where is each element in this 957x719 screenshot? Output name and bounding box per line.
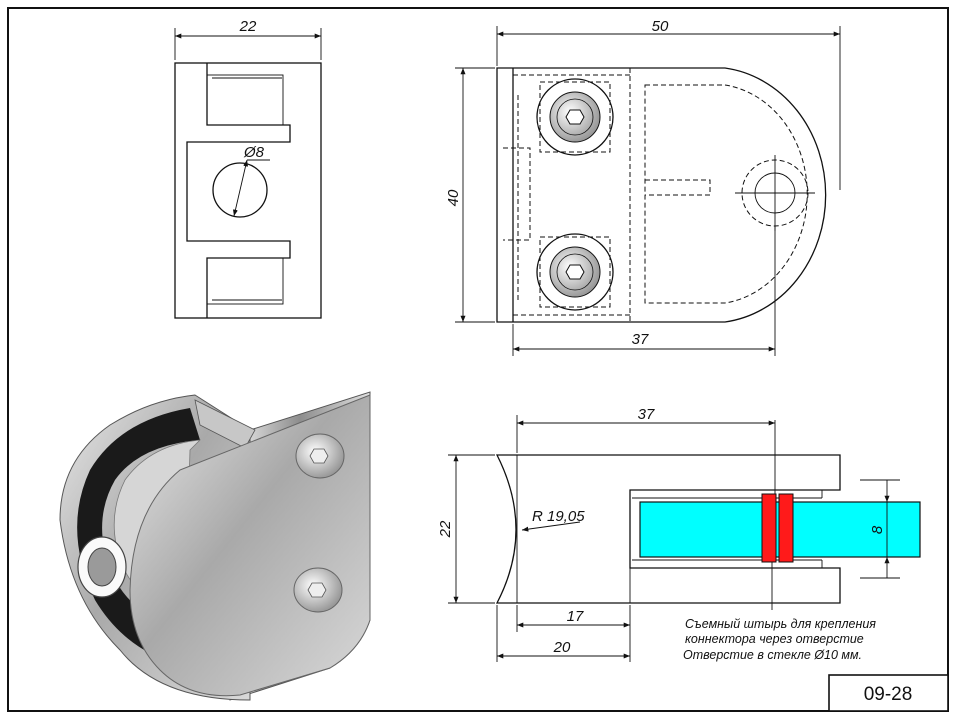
dim-top-depth: 37 bbox=[632, 331, 649, 348]
dim-offset-20: 20 bbox=[553, 639, 571, 656]
dim-top-height: 40 bbox=[445, 189, 462, 206]
dim-front-width: 22 bbox=[239, 18, 257, 35]
dim-glass-thickness: 8 bbox=[869, 525, 886, 534]
note-line-2: коннектора через отверстие bbox=[685, 632, 864, 646]
dim-radius: R 19,05 bbox=[532, 508, 585, 525]
side-view: 37 22 R 19,05 8 17 20 bbox=[437, 406, 921, 662]
dim-side-height: 22 bbox=[437, 520, 454, 538]
dim-top-width: 50 bbox=[652, 18, 669, 35]
front-view: 22 Ø8 bbox=[174, 18, 322, 319]
sheet-frame bbox=[7, 7, 949, 712]
dim-hole-diameter: Ø8 bbox=[243, 144, 265, 161]
dim-offset-17: 17 bbox=[567, 608, 584, 625]
isometric-view bbox=[59, 391, 371, 701]
stamp-code: 09-28 bbox=[864, 684, 913, 705]
bolt-upper-icon bbox=[536, 78, 614, 156]
pin-left bbox=[761, 493, 777, 563]
bolt-lower-icon bbox=[536, 233, 614, 311]
note-line-3: Отверстие в стекле Ø10 мм. bbox=[683, 648, 862, 662]
dim-side-depth: 37 bbox=[638, 406, 655, 423]
pin-right bbox=[778, 493, 794, 563]
top-view: 50 40 37 bbox=[445, 18, 841, 356]
stamp-box bbox=[828, 674, 949, 712]
note-line-1: Съемный штырь для крепления bbox=[685, 617, 876, 631]
